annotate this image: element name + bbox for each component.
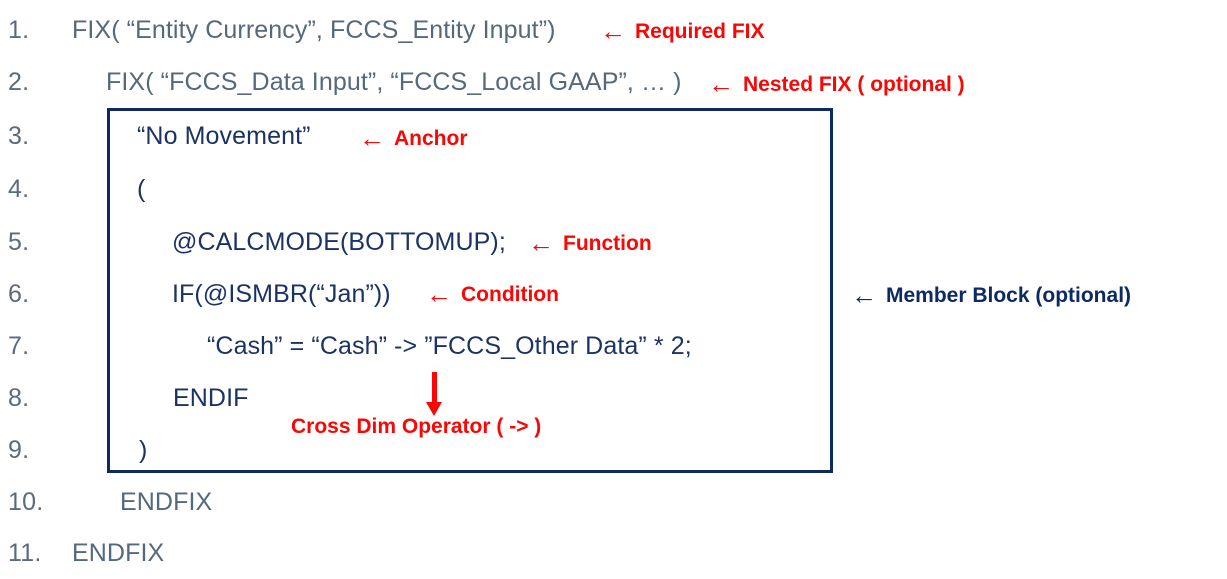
- line-number-4: 4.: [8, 174, 30, 203]
- line-number-9: 9.: [8, 435, 30, 464]
- code-text-5: @CALCMODE(BOTTOMUP);: [172, 227, 506, 256]
- annotation-anchor: ← Anchor: [359, 123, 468, 151]
- line-number-7: 7.: [8, 331, 30, 360]
- member-block-outline: [107, 108, 833, 473]
- annotation-condition: ← Condition: [426, 279, 559, 307]
- line-number-8: 8.: [8, 383, 30, 412]
- line-number-11: 11.: [8, 538, 42, 567]
- line-number-2: 2.: [8, 67, 30, 96]
- left-arrow-icon: ←: [359, 123, 385, 153]
- annotation-required-fix: ← Required FIX: [600, 16, 765, 44]
- line-number-5: 5.: [8, 227, 30, 256]
- annotation-function: ← Function: [528, 228, 652, 256]
- line-number-10: 10.: [8, 487, 44, 516]
- code-text-9: ): [139, 435, 148, 464]
- code-text-10: ENDFIX: [120, 487, 213, 516]
- code-text-4: (: [137, 174, 146, 203]
- annotation-cross-dim: Cross Dim Operator ( -> ): [291, 415, 541, 439]
- code-text-8: ENDIF: [173, 383, 249, 412]
- left-arrow-icon: ←: [851, 280, 877, 310]
- annotation-required-fix-label: Required FIX: [635, 20, 765, 43]
- code-text-2: FIX( “FCCS_Data Input”, “FCCS_Local GAAP…: [106, 67, 682, 96]
- code-line-1: 1. FIX( “Entity Currency”, FCCS_Entity I…: [0, 4, 1227, 56]
- annotation-anchor-label: Anchor: [394, 127, 468, 150]
- left-arrow-icon: ←: [528, 228, 554, 258]
- annotation-function-label: Function: [563, 232, 652, 255]
- annotation-member-block-label: Member Block (optional): [886, 284, 1132, 307]
- line-number-3: 3.: [8, 121, 30, 150]
- code-text-11: ENDFIX: [72, 538, 165, 567]
- left-arrow-icon: ←: [708, 69, 734, 99]
- code-line-2: 2. FIX( “FCCS_Data Input”, “FCCS_Local G…: [0, 56, 1227, 108]
- code-text-7: “Cash” = “Cash” -> ”FCCS_Other Data” * 2…: [207, 331, 692, 360]
- code-line-8: 8. ENDIF: [0, 372, 1227, 424]
- left-arrow-icon: ←: [600, 16, 626, 46]
- code-line-5: 5. @CALCMODE(BOTTOMUP);: [0, 216, 1227, 268]
- annotation-nested-fix: ← Nested FIX ( optional ): [708, 69, 965, 97]
- code-line-4: 4. (: [0, 163, 1227, 215]
- annotation-condition-label: Condition: [461, 283, 559, 306]
- code-line-3: 3. “No Movement”: [0, 110, 1227, 162]
- left-arrow-icon: ←: [426, 279, 452, 309]
- code-line-6: 6. IF(@ISMBR(“Jan”)): [0, 268, 1227, 320]
- code-text-6: IF(@ISMBR(“Jan”)): [172, 279, 391, 308]
- code-line-11: 11. ENDFIX: [0, 527, 1227, 579]
- down-arrow-icon: [424, 372, 446, 418]
- annotation-member-block: ← Member Block (optional): [851, 280, 1131, 308]
- code-line-9: 9. ): [0, 424, 1227, 476]
- code-line-7: 7. “Cash” = “Cash” -> ”FCCS_Other Data” …: [0, 320, 1227, 372]
- code-line-10: 10. ENDFIX: [0, 476, 1227, 528]
- annotation-nested-fix-label: Nested FIX ( optional ): [743, 73, 965, 96]
- code-text-3: “No Movement”: [137, 121, 311, 150]
- annotation-cross-dim-label: Cross Dim Operator ( -> ): [291, 415, 542, 438]
- line-number-6: 6.: [8, 279, 30, 308]
- line-number-1: 1.: [8, 15, 30, 44]
- code-text-1: FIX( “Entity Currency”, FCCS_Entity Inpu…: [72, 15, 556, 44]
